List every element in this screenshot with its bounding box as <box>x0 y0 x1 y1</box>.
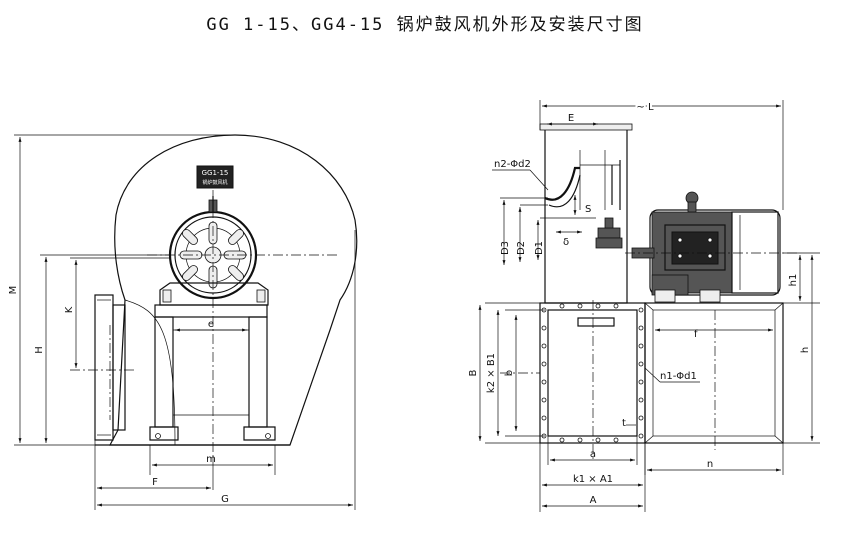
inlet-cone <box>544 166 580 201</box>
label-n: n <box>707 459 713 470</box>
label-k1A1: k1 × A1 <box>573 474 613 485</box>
label-A: A <box>590 495 597 506</box>
label-L: ~ L <box>636 102 654 113</box>
outlet-duct <box>112 304 126 431</box>
label-F: F <box>152 477 158 488</box>
motor-base <box>644 302 784 444</box>
label-E: E <box>568 113 574 124</box>
label-G: G <box>221 494 229 505</box>
left-view: GG1-15 锅炉鼓风机 <box>8 134 358 510</box>
drawing-title: GG 1-15、GG4-15 锅炉鼓风机外形及安装尺寸图 <box>206 15 644 35</box>
motor-body <box>631 191 781 303</box>
label-h1: h1 <box>788 274 799 287</box>
label-h: h <box>800 347 811 353</box>
label-m: m <box>206 454 216 465</box>
label-n2d2: n2-Φd2 <box>494 159 531 170</box>
nameplate-subtitle: 锅炉鼓风机 <box>202 179 227 186</box>
label-K: K <box>64 306 75 313</box>
label-M: M <box>8 286 19 295</box>
label-a: a <box>590 449 596 460</box>
volute-inner-line <box>124 299 176 446</box>
right-view: ~ L E n2-Φd2 S δ D3 D2 D1 h1 h B k2 × B1 <box>468 100 820 512</box>
nameplate <box>196 165 234 189</box>
label-S: S <box>585 204 591 215</box>
label-k2B1: k2 × B1 <box>486 353 497 393</box>
label-D2: D2 <box>516 241 527 255</box>
casing-bolt-holes <box>541 303 644 443</box>
label-b: b <box>504 370 515 376</box>
support-frame <box>95 304 290 446</box>
label-H: H <box>34 346 45 354</box>
volute-housing <box>109 134 358 446</box>
label-D1: D1 <box>534 241 545 255</box>
label-n1d1: n1-Φd1 <box>660 371 697 382</box>
fan-casing <box>539 302 646 444</box>
label-delta: δ <box>563 237 569 248</box>
nameplate-model: GG1-15 <box>202 169 229 177</box>
inlet-box <box>544 127 628 304</box>
label-D3: D3 <box>500 241 511 255</box>
label-t: t <box>622 418 626 429</box>
label-f: f <box>694 329 698 340</box>
label-e: e <box>208 319 214 330</box>
label-B: B <box>468 369 479 376</box>
